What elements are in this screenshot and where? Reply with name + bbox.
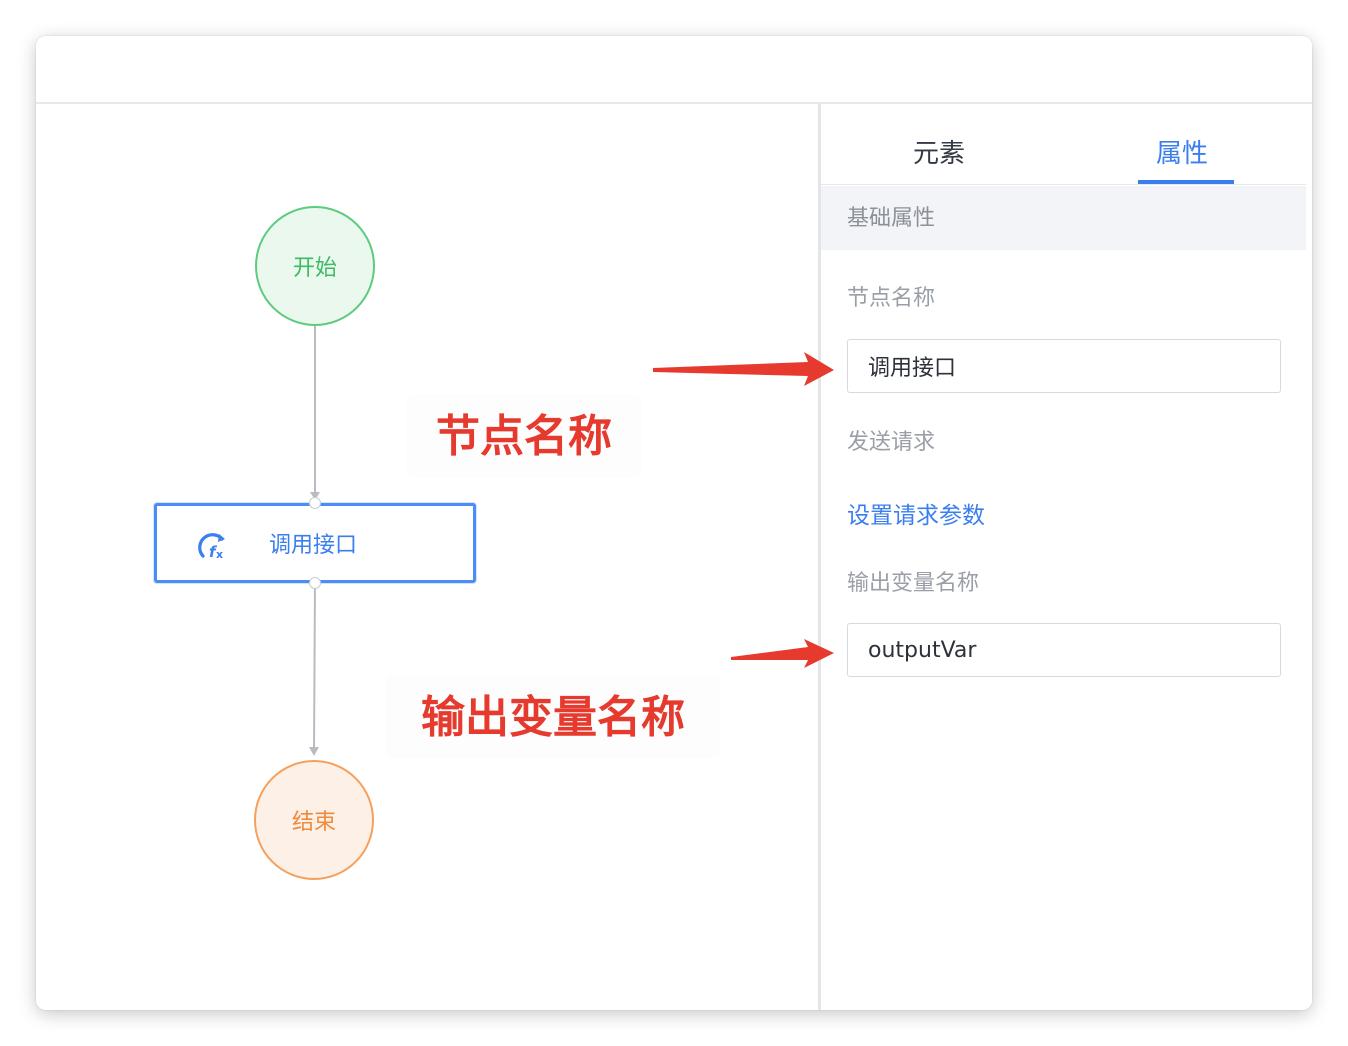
end-node[interactable]: 结束 (254, 760, 374, 880)
annotation-node-name: 节点名称 (409, 397, 639, 475)
flow-canvas[interactable]: 开始 f x 调用接口 结束 节点名称 输出变量名称 (36, 104, 818, 1010)
start-node[interactable]: 开始 (255, 206, 375, 326)
app-window: 开始 f x 调用接口 结束 节点名称 输出变量名称 元素 属性 基础属性 (36, 36, 1312, 1010)
set-request-params-link[interactable]: 设置请求参数 (847, 503, 985, 529)
top-toolbar (36, 36, 1312, 104)
fx-function-icon: f x (198, 533, 225, 561)
edge-task-to-end (313, 582, 316, 752)
flow-connectors (309, 326, 320, 756)
task-node-label: 调用接口 (269, 533, 358, 558)
task-output-port[interactable] (309, 577, 321, 589)
tab-properties[interactable]: 属性 (1156, 139, 1209, 169)
svg-text:x: x (216, 548, 223, 561)
task-input-port[interactable] (309, 497, 321, 509)
output-var-input[interactable] (847, 623, 1281, 677)
task-node-call-api[interactable]: f x 调用接口 (154, 503, 476, 583)
section-title: 基础属性 (847, 206, 936, 231)
svg-text:f: f (209, 543, 218, 561)
properties-panel: 元素 属性 基础属性 节点名称 发送请求 设置请求参数 输出变量名称 (821, 104, 1312, 1010)
output-var-label: 输出变量名称 (847, 571, 980, 596)
node-name-input[interactable] (847, 339, 1281, 393)
start-node-label: 开始 (292, 256, 337, 281)
edge-arrowhead (309, 747, 319, 756)
active-tab-indicator (1138, 180, 1234, 184)
send-request-label: 发送请求 (847, 430, 936, 455)
tab-elements[interactable]: 元素 (913, 139, 966, 169)
node-name-label: 节点名称 (847, 286, 936, 311)
edge-arrowhead (310, 492, 320, 500)
panel-tabs: 元素 属性 (821, 104, 1306, 185)
basic-properties-section[interactable]: 基础属性 (821, 186, 1306, 250)
end-node-label: 结束 (291, 810, 336, 835)
annotation-output-var: 输出变量名称 (388, 678, 718, 756)
panel-divider[interactable] (818, 104, 821, 1010)
